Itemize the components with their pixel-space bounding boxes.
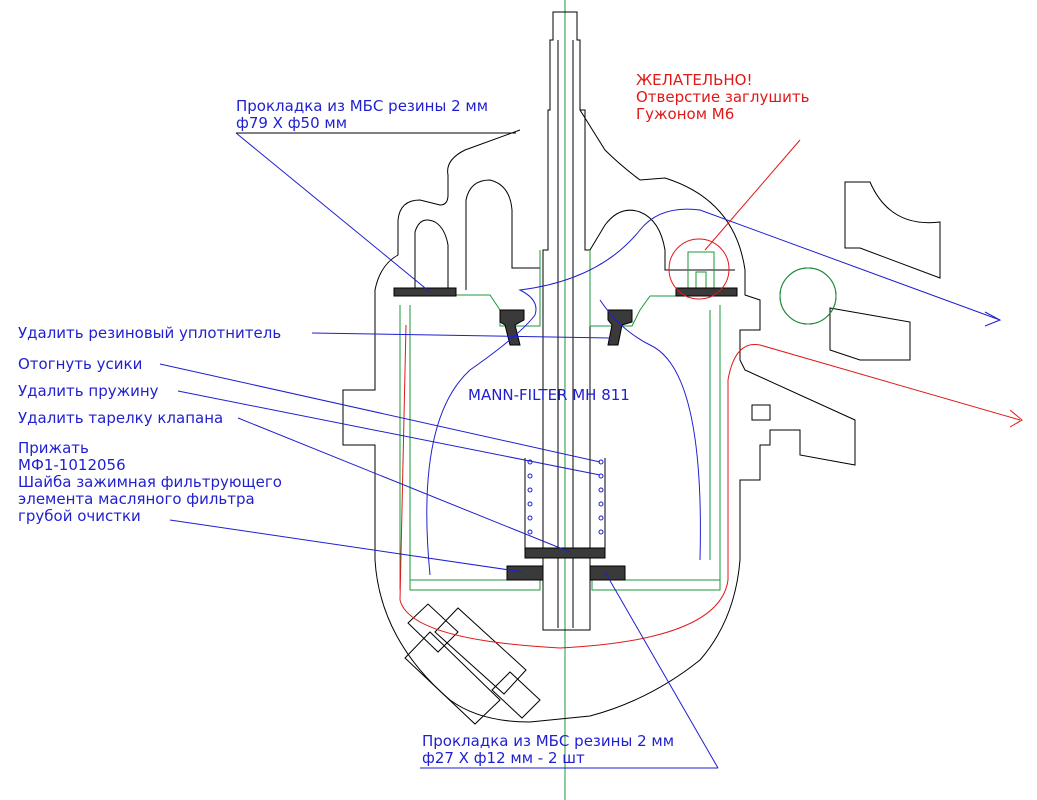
top-gasket-line1: Прокладка из МБС резины 2 мм [236, 97, 489, 115]
right-cutout-upper [844, 181, 941, 279]
filter-bottom-plate [409, 579, 541, 591]
right-cutout-middle [829, 307, 911, 361]
remove-seal-label: Удалить резиновый уплотнитель [18, 324, 282, 342]
plug-cap-inner [695, 271, 707, 291]
side-port-circle-green [779, 267, 837, 325]
leader-top-gasket-diag [235, 132, 431, 293]
housing-left-pocket [465, 179, 540, 290]
spring [524, 458, 606, 548]
top-gasket-right [675, 287, 738, 297]
bypass-arrow-head [1009, 409, 1023, 428]
top-gasket-line2: ф79 X ф50 мм [236, 114, 348, 132]
warning-circle [668, 238, 730, 300]
top-gasket-label: Прокладка из МБС резины 2 мм ф79 X ф50 м… [236, 98, 488, 132]
press-line4: элемента масляного фильтра [18, 490, 255, 508]
leader-remove-spring [177, 390, 601, 476]
bottom-bolt-block-3 [404, 631, 501, 725]
housing-right-top [589, 209, 735, 271]
bottom-gasket-line1: Прокладка из МБС резины 2 мм [422, 732, 675, 750]
oil-flow-line [426, 208, 1001, 576]
bottom-bolt-block-4 [491, 671, 541, 719]
press-label: Прижать МФ1-1012056 Шайба зажимная фильт… [18, 440, 282, 525]
press-line1: Прижать [18, 439, 89, 457]
bottom-gasket-label: Прокладка из МБС резины 2 мм ф27 X ф12 м… [422, 733, 674, 767]
warning-line1: ЖЕЛАТЕЛЬНО! [636, 71, 753, 89]
bend-tabs-label: Отогнуть усики [18, 355, 143, 373]
bypass-line [399, 324, 1021, 649]
warning-line2: Отверстие заглушить [636, 88, 810, 106]
remove-spring-label: Удалить пружину [18, 382, 159, 400]
filter-element-outline-right [589, 250, 735, 327]
housing-left-boss [414, 219, 449, 290]
remove-valve-plate-label: Удалить тарелку клапана [18, 409, 224, 427]
leader-remove-seal [311, 332, 611, 339]
right-cutout-lower [751, 404, 771, 421]
press-line2: МФ1-1012056 [18, 456, 126, 474]
bottom-gasket-right [589, 565, 626, 581]
central-shaft [542, 11, 591, 631]
leader-press [169, 519, 524, 573]
valve-plate [524, 547, 606, 559]
rubber-seal-right [607, 309, 633, 346]
bottom-gasket-left [506, 565, 544, 581]
warning-label: ЖЕЛАТЕЛЬНО! Отверстие заглушить Гужоном … [636, 72, 809, 123]
flow-arrow-head [984, 311, 1002, 327]
rubber-seal-left [499, 309, 525, 346]
filter-element-right-wall [610, 305, 721, 581]
press-line5: грубой очистки [18, 507, 141, 525]
bottom-gasket-line2: ф27 X ф12 мм - 2 шт [422, 749, 585, 767]
leader-remove-valve-plate [237, 417, 571, 553]
housing-outline [342, 109, 856, 723]
filter-name-label: MANN-FILTER MH 811 [468, 386, 630, 404]
leader-bottom-gasket-diag [604, 571, 719, 769]
bottom-bolt-block-1 [407, 603, 459, 653]
top-gasket-left [393, 287, 457, 297]
oil-flow-line-right [599, 299, 701, 561]
bottom-bolt-block-2 [434, 607, 527, 695]
warning-line3: Гужоном М6 [636, 105, 735, 123]
leader-warning [704, 139, 801, 251]
leader-bend-tabs [159, 363, 601, 463]
filter-bottom-plate-right [591, 579, 721, 591]
press-line3: Шайба зажимная фильтрующего [18, 473, 282, 491]
plug-cap [687, 251, 715, 291]
